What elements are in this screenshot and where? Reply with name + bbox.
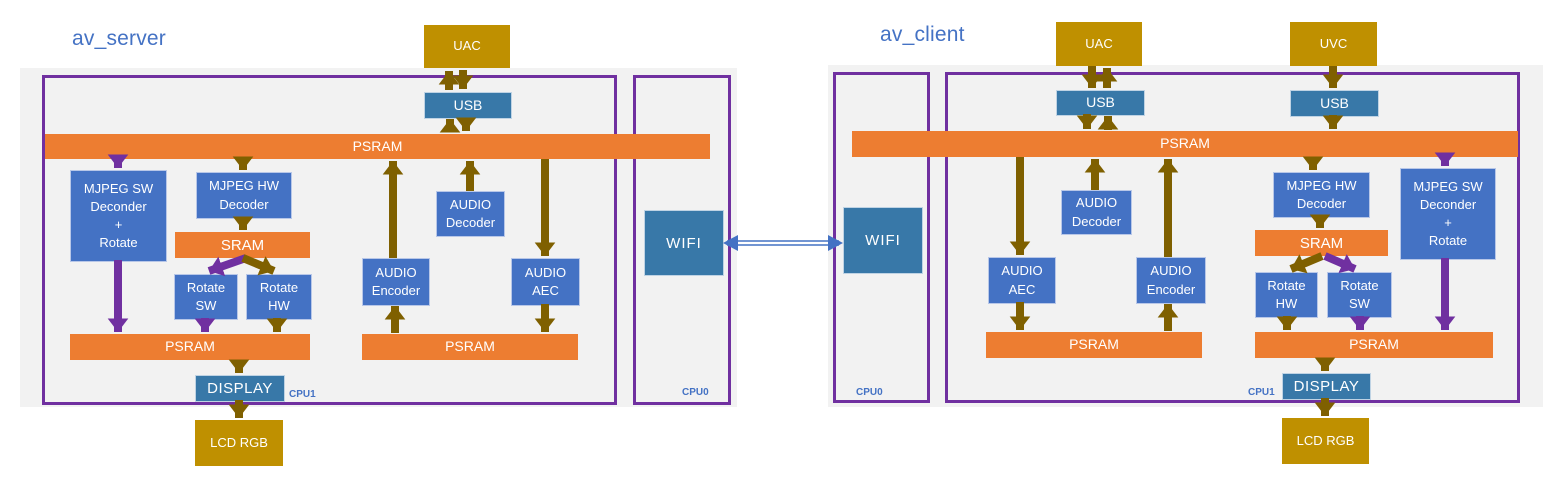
client-cpu1-frame (945, 72, 1520, 403)
server-uac-block: UAC (424, 25, 510, 68)
server-sram-block: SRAM (175, 232, 310, 258)
client-psram-video-bar: PSRAM (1255, 332, 1493, 358)
client-psram-main-bar: PSRAM (852, 131, 1518, 157)
client-audio-decoder-block: AUDIO Decoder (1061, 190, 1132, 235)
server-psram-video-bar: PSRAM (70, 334, 310, 360)
server-cpu1-frame (42, 75, 617, 405)
server-psram-audio-bar: PSRAM (362, 334, 578, 360)
server-rotate-sw-block: Rotate SW (174, 274, 238, 320)
client-sram-block: SRAM (1255, 230, 1388, 256)
client-audio-encoder-block: AUDIO Encoder (1136, 257, 1206, 304)
client-title: av_client (880, 23, 965, 46)
client-rotate-sw-block: Rotate SW (1327, 272, 1392, 318)
server-psram-main-bar: PSRAM (45, 134, 710, 159)
client-uac-block: UAC (1056, 22, 1142, 66)
server-title: av_server (72, 27, 167, 50)
wifi-link-arrow (723, 235, 843, 251)
client-audio-aec-block: AUDIO AEC (988, 257, 1056, 304)
server-mjpeg-hw-decoder-block: MJPEG HW Decoder (196, 172, 292, 219)
client-mjpeg-hw-decoder-block: MJPEG HW Decoder (1273, 172, 1370, 218)
client-psram-audio-bar: PSRAM (986, 332, 1202, 358)
server-cpu0-label: CPU0 (682, 387, 709, 398)
client-wifi-block: WIFI (843, 207, 923, 274)
client-cpu1-label: CPU1 (1248, 387, 1275, 398)
server-wifi-block: WIFI (644, 210, 724, 276)
server-rotate-hw-block: Rotate HW (246, 274, 312, 320)
client-uvc-block: UVC (1290, 22, 1377, 66)
client-usb-video-block: USB (1290, 90, 1379, 117)
server-mjpeg-sw-decoder-block: MJPEG SW Deconder + Rotate (70, 170, 167, 262)
server-audio-decoder-block: AUDIO Decoder (436, 191, 505, 237)
client-usb-audio-block: USB (1056, 90, 1145, 116)
server-usb-block: USB (424, 92, 512, 119)
server-lcd-rgb-block: LCD RGB (195, 420, 283, 466)
server-audio-encoder-block: AUDIO Encoder (362, 258, 430, 306)
server-cpu1-label: CPU1 (289, 389, 316, 400)
server-display-block: DISPLAY (195, 375, 285, 402)
client-mjpeg-sw-decoder-block: MJPEG SW Deconder + Rotate (1400, 168, 1496, 260)
client-display-block: DISPLAY (1282, 373, 1371, 400)
client-lcd-rgb-block: LCD RGB (1282, 418, 1369, 464)
client-cpu0-label: CPU0 (856, 387, 883, 398)
client-rotate-hw-block: Rotate HW (1255, 272, 1318, 318)
server-audio-aec-block: AUDIO AEC (511, 258, 580, 306)
